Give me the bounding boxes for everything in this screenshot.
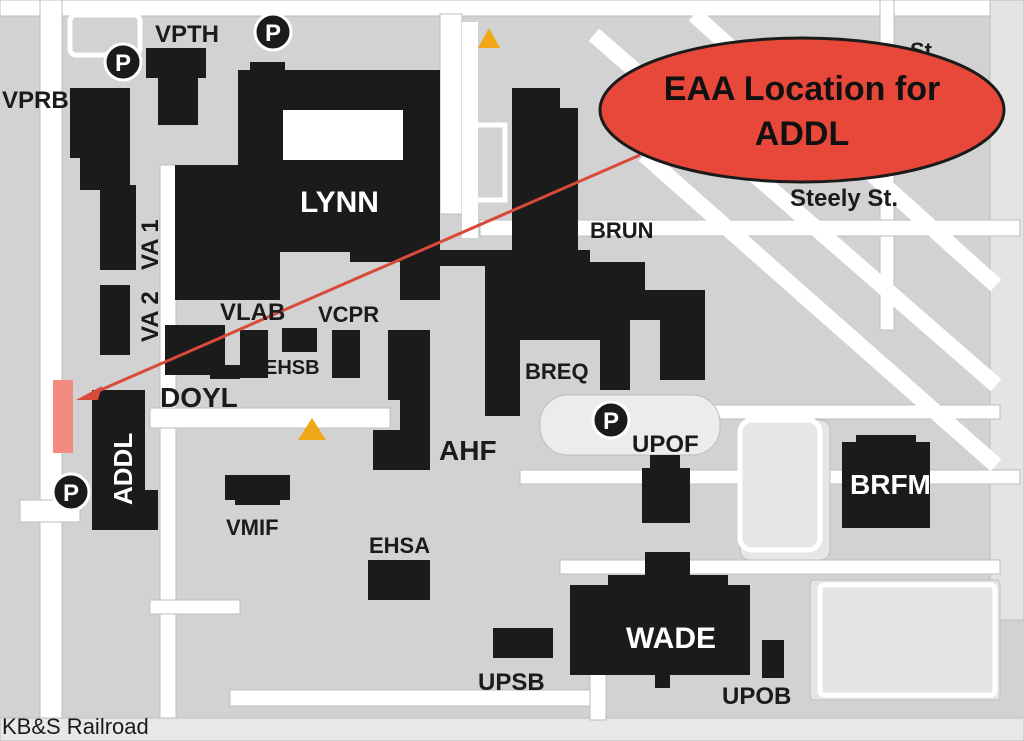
label-ahf: AHF — [439, 435, 497, 466]
buildings — [70, 48, 930, 688]
building-va — [100, 185, 136, 270]
triangle-marker-north — [478, 28, 500, 48]
building-upof — [642, 468, 690, 523]
building-ehsb — [282, 328, 317, 352]
label-va1: VA 1 — [137, 219, 164, 270]
parking-icon: P — [103, 42, 143, 82]
label-upob: UPOB — [722, 683, 791, 710]
label-ehsb: EHSB — [264, 357, 320, 379]
street-label-steely: Steely St. — [790, 185, 898, 212]
parking-icon: P — [253, 12, 293, 52]
label-upof: UPOF — [632, 431, 699, 458]
label-vmif: VMIF — [226, 515, 279, 540]
label-vprb: VPRB — [2, 87, 69, 114]
building-upob — [762, 640, 784, 678]
building-addl — [92, 390, 158, 530]
eaa-location-marker — [53, 380, 73, 453]
label-va2: VA 2 — [137, 291, 164, 342]
building-brfm — [842, 442, 930, 528]
label-vcpr: VCPR — [318, 302, 379, 327]
building-upsb — [493, 628, 553, 658]
label-vpth: VPTH — [155, 21, 219, 48]
parking-icon: P — [591, 400, 631, 440]
building-ehsa — [368, 560, 430, 600]
label-ehsa: EHSA — [369, 533, 430, 558]
callout-arrow — [76, 153, 641, 400]
label-vlab: VLAB — [220, 299, 285, 326]
parking-lots — [67, 12, 998, 698]
label-wade: WADE — [626, 622, 716, 655]
building-vpth — [146, 48, 206, 78]
svg-text:P: P — [265, 20, 281, 47]
railroad-label: KB&S Railroad — [2, 714, 149, 739]
label-brun: BRUN — [590, 218, 654, 243]
label-upsb: UPSB — [478, 669, 545, 696]
building-vcpr — [332, 330, 360, 378]
parking-symbols: P P P P — [51, 12, 631, 512]
label-brfm: BRFM — [850, 469, 931, 500]
label-breq: BREQ — [525, 359, 589, 384]
callout-line-1: EAA Location for — [664, 70, 940, 108]
eaa-callout: EAA Location for ADDL — [598, 36, 1006, 184]
landmark-triangles — [298, 28, 500, 440]
label-doyl: DOYL — [160, 382, 238, 413]
svg-text:P: P — [603, 408, 619, 435]
parking-icon: P — [51, 472, 91, 512]
svg-text:P: P — [63, 480, 79, 507]
triangle-marker-south — [298, 418, 326, 440]
building-brun — [512, 88, 578, 300]
building-ahf — [373, 330, 430, 470]
label-addl: ADDL — [108, 433, 138, 505]
building-wade — [570, 585, 750, 675]
building-breq — [485, 262, 705, 416]
callout-line-2: ADDL — [755, 115, 849, 153]
label-lynn: LYNN — [300, 186, 379, 219]
svg-text:P: P — [115, 50, 131, 77]
building-labels: VPTH VPRB LYNN VA 1 VA 2 BRUN VLAB VCPR … — [2, 21, 931, 710]
